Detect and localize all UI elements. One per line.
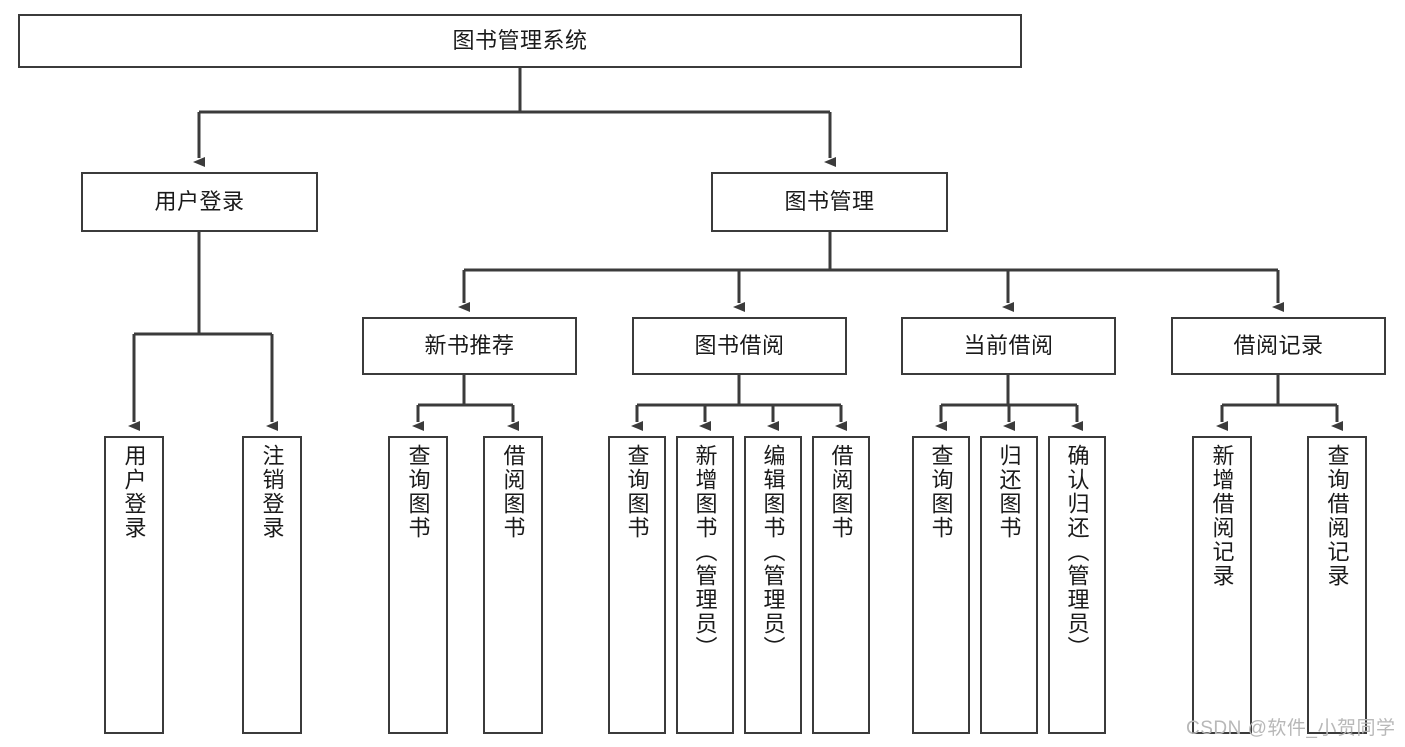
node-user-login[interactable]: 用户登录 (81, 172, 318, 232)
node-leaf-return-book[interactable]: 归还图书 (980, 436, 1038, 734)
node-leaf-edit-book-admin-label: 编辑图书（管理员） (760, 444, 786, 660)
node-user-login-label: 用户登录 (154, 189, 245, 215)
node-leaf-add-borrow-record-label: 新增借阅记录 (1209, 444, 1235, 588)
node-book-borrow-label: 图书借阅 (694, 333, 785, 359)
node-current-borrow[interactable]: 当前借阅 (901, 317, 1116, 375)
node-leaf-query-book-3[interactable]: 查询图书 (912, 436, 970, 734)
node-leaf-query-borrow-record-label: 查询借阅记录 (1324, 444, 1350, 588)
node-leaf-return-book-label: 归还图书 (996, 444, 1022, 540)
node-leaf-borrow-book-2-label: 借阅图书 (828, 444, 854, 540)
node-borrow-record[interactable]: 借阅记录 (1171, 317, 1386, 375)
node-leaf-add-book-admin[interactable]: 新增图书（管理员） (676, 436, 734, 734)
node-leaf-borrow-book-2[interactable]: 借阅图书 (812, 436, 870, 734)
node-new-book-recommend-label: 新书推荐 (424, 333, 515, 359)
node-leaf-borrow-book-1[interactable]: 借阅图书 (483, 436, 543, 734)
watermark: CSDN @软件_小贺同学 (1186, 718, 1396, 739)
node-leaf-add-borrow-record[interactable]: 新增借阅记录 (1192, 436, 1252, 734)
node-leaf-user-logout[interactable]: 注销登录 (242, 436, 302, 734)
node-book-borrow[interactable]: 图书借阅 (632, 317, 847, 375)
node-root[interactable]: 图书管理系统 (18, 14, 1022, 68)
node-current-borrow-label: 当前借阅 (963, 333, 1054, 359)
node-leaf-add-book-admin-label: 新增图书（管理员） (692, 444, 718, 660)
node-leaf-query-book-1[interactable]: 查询图书 (388, 436, 448, 734)
node-leaf-borrow-book-1-label: 借阅图书 (500, 444, 526, 540)
node-leaf-query-book-1-label: 查询图书 (405, 444, 431, 540)
node-book-management-label: 图书管理 (784, 189, 875, 215)
node-leaf-user-login-label: 用户登录 (121, 444, 147, 540)
node-leaf-confirm-return-admin[interactable]: 确认归还（管理员） (1048, 436, 1106, 734)
node-leaf-user-login[interactable]: 用户登录 (104, 436, 164, 734)
node-leaf-query-book-3-label: 查询图书 (928, 444, 954, 540)
node-root-label: 图书管理系统 (452, 28, 588, 54)
node-book-management[interactable]: 图书管理 (711, 172, 948, 232)
node-leaf-edit-book-admin[interactable]: 编辑图书（管理员） (744, 436, 802, 734)
node-new-book-recommend[interactable]: 新书推荐 (362, 317, 577, 375)
node-leaf-query-book-2-label: 查询图书 (624, 444, 650, 540)
node-borrow-record-label: 借阅记录 (1233, 333, 1324, 359)
node-leaf-query-borrow-record[interactable]: 查询借阅记录 (1307, 436, 1367, 734)
node-leaf-confirm-return-admin-label: 确认归还（管理员） (1064, 444, 1090, 660)
node-leaf-user-logout-label: 注销登录 (259, 444, 285, 540)
node-leaf-query-book-2[interactable]: 查询图书 (608, 436, 666, 734)
